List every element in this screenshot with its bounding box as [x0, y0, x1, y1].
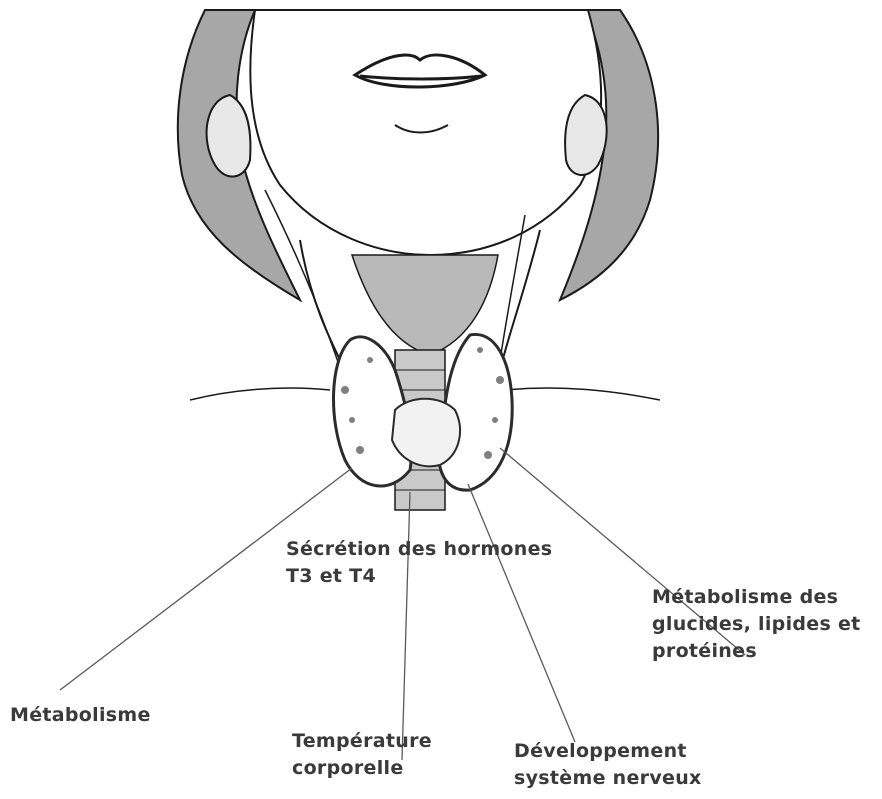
label-temperature-line-2: corporelle — [292, 755, 432, 782]
label-metabolisme-line-1: Métabolisme — [10, 702, 151, 729]
collar-left — [190, 388, 330, 400]
label-temperature: Température corporelle — [292, 728, 432, 782]
neck-left — [300, 240, 345, 370]
label-secretion: Sécrétion des hormones T3 et T4 — [286, 536, 552, 590]
label-secretion-line-1: Sécrétion des hormones — [286, 536, 552, 563]
label-developpement: Développement système nerveux — [514, 738, 702, 792]
label-temperature-line-1: Température — [292, 728, 432, 755]
label-glucides-line-3: protéines — [652, 638, 861, 665]
neck-right — [500, 230, 540, 370]
label-glucides: Métabolisme des glucides, lipides et pro… — [652, 584, 861, 665]
label-developpement-line-2: système nerveux — [514, 765, 702, 792]
label-metabolisme: Métabolisme — [10, 702, 151, 729]
label-developpement-line-1: Développement — [514, 738, 702, 765]
collar-right — [505, 388, 660, 400]
label-glucides-line-2: glucides, lipides et — [652, 611, 861, 638]
label-glucides-line-1: Métabolisme des — [652, 584, 861, 611]
thyroid-isthmus — [392, 399, 460, 467]
label-secretion-line-2: T3 et T4 — [286, 563, 552, 590]
